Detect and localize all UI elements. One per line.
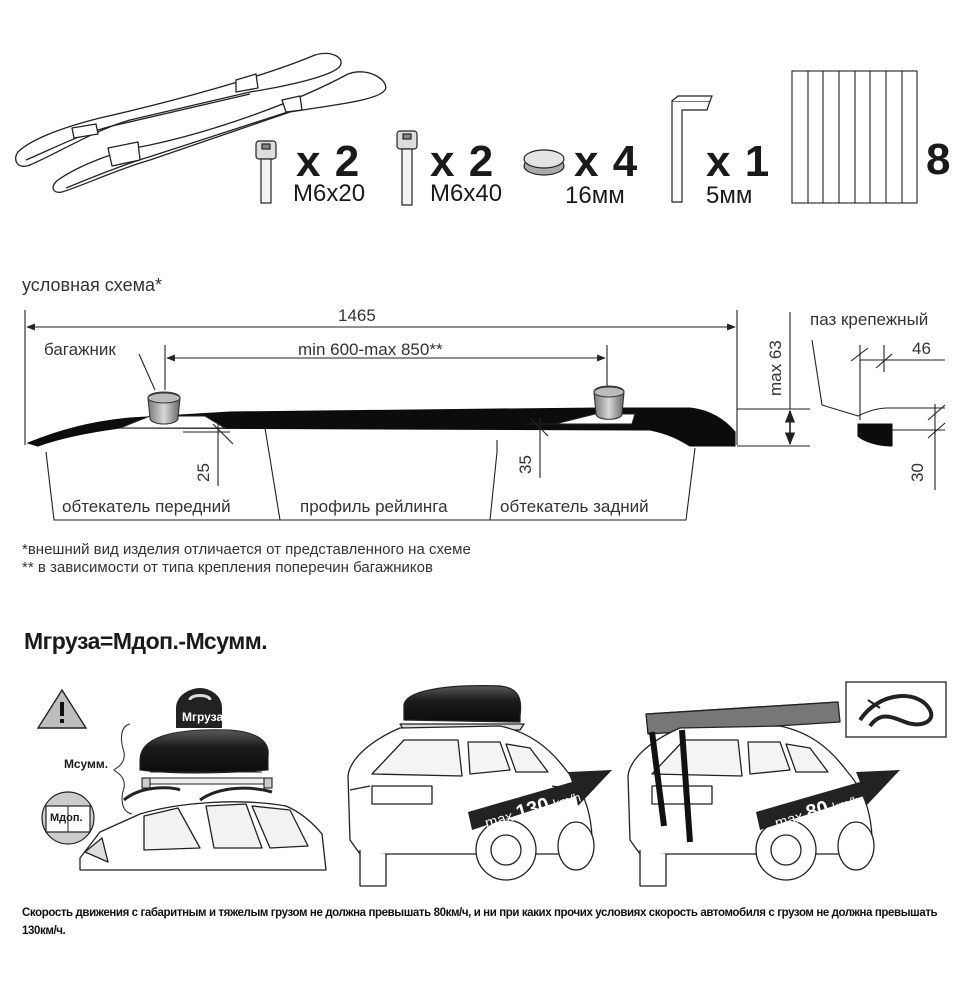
speed-warning: Скорость движения с габаритным и тяжелым…	[22, 907, 938, 938]
dimension-rear-height: 35	[516, 455, 535, 474]
footnote-appearance: *внешний вид изделия отличается от предс…	[22, 541, 471, 558]
label-fixing-slot: паз крепежный	[810, 310, 929, 329]
dimension-overall-length: 1465	[338, 306, 376, 325]
speed-arrow-80	[756, 770, 900, 830]
rail-schema	[24, 310, 946, 521]
roof-box-illustration	[123, 729, 274, 802]
roof-rails-illustration	[15, 52, 387, 193]
bolt-m6x40-icon	[396, 130, 418, 206]
dimension-slot-height: 30	[908, 463, 927, 482]
load-formula: Мгруза=Мдоп.-Мсумм.	[24, 628, 268, 654]
schema-title: условная схема*	[22, 275, 162, 295]
manual-book-icon	[41, 791, 95, 845]
bracket	[113, 723, 133, 815]
sedan-outline-left	[79, 801, 327, 871]
label-crossbar: багажник	[44, 340, 116, 359]
label-rear-fairing: обтекатель задний	[500, 497, 649, 516]
speed-value-80: 80	[803, 796, 831, 825]
label-rail-profile: профиль рейлинга	[300, 497, 448, 516]
speed-arrow-130	[468, 770, 612, 830]
warning-triangle-icon	[36, 688, 88, 729]
bolt-long-qty: x 2	[430, 137, 495, 186]
speed-unit-130: km/h	[551, 789, 583, 812]
plug-qty: x 4	[574, 137, 639, 186]
plug-size: 16мм	[565, 182, 625, 209]
strap-inset	[845, 681, 947, 738]
hex-key-qty: x 1	[706, 137, 771, 186]
hex-key-icon	[671, 95, 713, 203]
label-total-mass: Мсумм.	[64, 757, 109, 771]
bolt-small-qty: x 2	[296, 137, 361, 186]
dimension-max-height: max 63	[766, 340, 785, 396]
dimension-front-height: 25	[194, 463, 213, 482]
hex-key-size: 5мм	[706, 182, 753, 209]
bolt-small-size: M6x20	[293, 180, 366, 207]
pads-qty: 8	[926, 135, 952, 184]
speed-unit-80: km/h	[830, 792, 862, 815]
label-front-fairing: обтекатель передний	[62, 497, 231, 516]
suv-with-cargo	[627, 701, 875, 887]
label-allowed-mass: Мдоп.	[50, 812, 83, 824]
bolt-m6x20-icon	[255, 140, 277, 204]
dimension-slot-offset: 46	[912, 339, 931, 358]
label-cargo-mass: Мгруза	[182, 710, 224, 724]
cargo-weight-icon	[176, 688, 222, 728]
footnote-mounting: ** в зависимости от типа крепления попер…	[22, 559, 433, 576]
plug-icon	[523, 149, 565, 176]
dimension-crossbar-spacing: min 600-max 850**	[298, 340, 443, 359]
suv-with-roof-box	[347, 685, 595, 887]
rubber-pads-icon	[791, 70, 918, 204]
bolt-long-size: M6x40	[430, 180, 503, 207]
